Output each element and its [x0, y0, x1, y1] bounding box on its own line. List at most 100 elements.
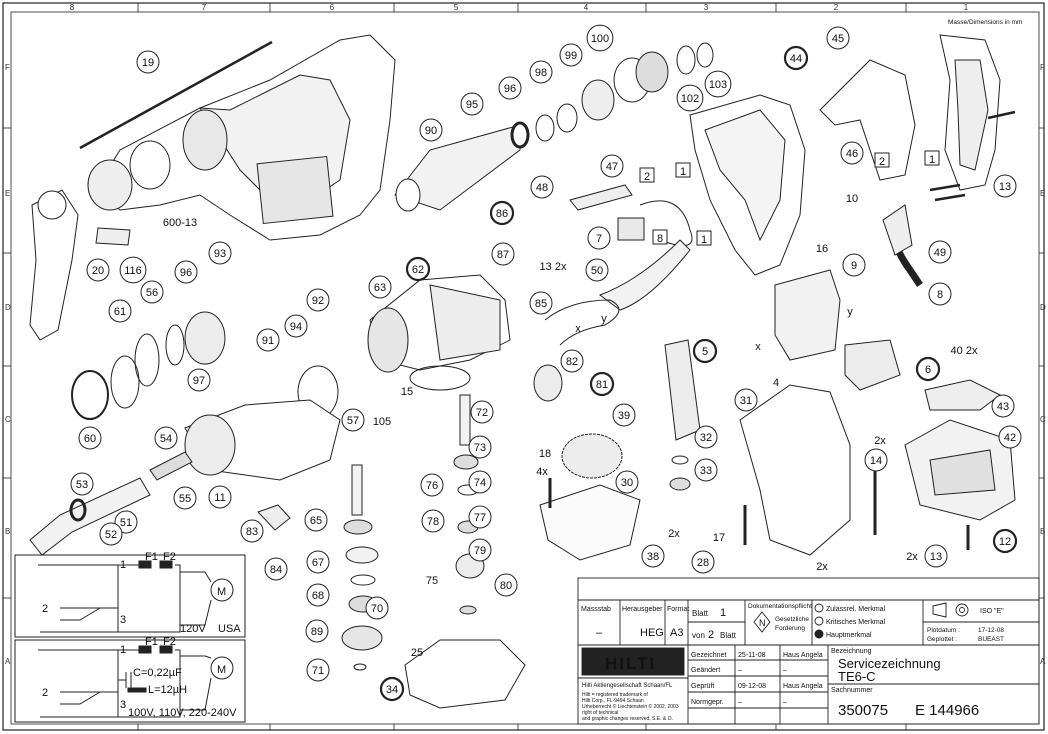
callout-box [675, 162, 691, 178]
title-block-grid [577, 577, 1040, 725]
circuit-box-230v [14, 639, 246, 723]
part-number-label: 19 [142, 57, 154, 69]
geaendert-name: – [783, 667, 787, 674]
part-number-label: y [601, 313, 607, 325]
part-number-label: 55 [179, 493, 191, 505]
legal-4: right of technical [582, 710, 618, 716]
part-number-label: 38 [647, 551, 659, 563]
callout-ring [208, 241, 232, 265]
part-number-label: 13 [999, 181, 1011, 193]
part-number-label: 77 [474, 512, 486, 524]
callout-ring [468, 505, 492, 529]
blatt-label: Blatt [692, 609, 709, 618]
callout-ring [379, 676, 405, 702]
node-3-label-2: 3 [120, 699, 126, 711]
callout-ring [826, 26, 850, 50]
part-number-label: 80 [500, 580, 512, 592]
callout-ring [915, 356, 941, 382]
callout-ring [99, 522, 123, 546]
part-number-label: 46 [846, 148, 858, 160]
callout-ring [136, 50, 160, 74]
part-number-label: 95 [466, 99, 478, 111]
part-number-label: 81 [596, 379, 608, 391]
geplottet-value: BUEAST [978, 636, 1004, 643]
callout-ring [928, 282, 952, 306]
callout-ring [530, 175, 554, 199]
part-number-label: 18 [539, 448, 551, 460]
part-number-label: 39 [618, 410, 630, 422]
part-number-label: 14 [870, 455, 882, 467]
part-number-label: 12 [999, 536, 1011, 548]
zone-row-label: E [1040, 189, 1045, 198]
callout-ring [306, 550, 330, 574]
part-number-label: 54 [160, 433, 172, 445]
zone-row-label: A [5, 657, 11, 666]
part-number-label: 31 [740, 395, 752, 407]
shaft-rod-sketch [79, 40, 273, 150]
geaendert-date: – [738, 667, 742, 674]
part-number-label: 34 [386, 684, 398, 696]
callout-ring [421, 509, 445, 533]
callout-ring [341, 408, 365, 432]
herausgeber-value: HEG [640, 627, 664, 639]
callout-ring [560, 349, 584, 373]
callout-ring [306, 288, 330, 312]
callout-ring [78, 426, 102, 450]
part-number-label: 72 [476, 407, 488, 419]
voltage-120v-label: 120V [180, 623, 206, 635]
motor-symbol-label: M [217, 586, 226, 598]
callout-ring [306, 583, 330, 607]
callout-ring [585, 258, 609, 282]
callout-ring [305, 619, 329, 643]
callout-ring [641, 544, 665, 568]
von-value: 2 [708, 629, 714, 641]
callout-ring [692, 338, 718, 364]
part-number-label: 68 [312, 590, 324, 602]
part-number-label: 16 [816, 243, 828, 255]
zone-column-label: 8 [70, 3, 75, 12]
merkmal-3: Hauptmerkmal [826, 632, 872, 639]
callout-ring [114, 510, 138, 534]
zone-column-label: 3 [704, 3, 709, 12]
zone-row-label: C [1040, 415, 1046, 424]
part-number-label: 94 [290, 321, 302, 333]
part-number-label: 48 [536, 182, 548, 194]
callout-ring [420, 473, 444, 497]
part-number-label: 49 [934, 247, 946, 259]
handle-frame-sketch [819, 59, 916, 181]
part-number-label: 60 [84, 433, 96, 445]
part-number-label: y [847, 306, 853, 318]
geprueft-date: 09-12-08 [738, 683, 766, 690]
part-number-label: 97 [193, 375, 205, 387]
part-number-label: 8 [657, 233, 663, 245]
part-number-label: 17 [713, 532, 725, 544]
von-suffix: Blatt [720, 631, 737, 640]
part-number-label: 5 [702, 346, 708, 358]
callout-ring [208, 485, 232, 509]
part-number-label: 86 [496, 208, 508, 220]
part-number-label: 600-13 [163, 217, 197, 229]
inductor-label: L=12µH [148, 684, 187, 696]
callout-ring [365, 596, 389, 620]
callout-ring [529, 60, 553, 84]
callout-ring [694, 458, 718, 482]
part-number-label: 8 [937, 289, 943, 301]
part-number-label: 79 [474, 545, 486, 557]
zone-column-label: 4 [584, 3, 589, 12]
callout-ring [489, 200, 515, 226]
part-number-label: 1 [701, 234, 707, 246]
legal-2: Hilti Corp., FL-9494 Schaan [582, 698, 644, 704]
iso-label: ISO "E" [980, 608, 1004, 615]
drawing-model: TE6-C [838, 669, 876, 684]
callout-ring [304, 508, 328, 532]
callout-ring [704, 70, 732, 98]
circuit-box-120v [14, 554, 246, 638]
zone-column-label: 1 [964, 3, 969, 12]
part-number-label: 13 [930, 551, 942, 563]
part-number-label: 92 [312, 295, 324, 307]
callout-ring [468, 538, 492, 562]
zone-row-label: D [5, 303, 11, 312]
callout-ring [589, 371, 615, 397]
part-number-label: 4x [536, 466, 548, 478]
